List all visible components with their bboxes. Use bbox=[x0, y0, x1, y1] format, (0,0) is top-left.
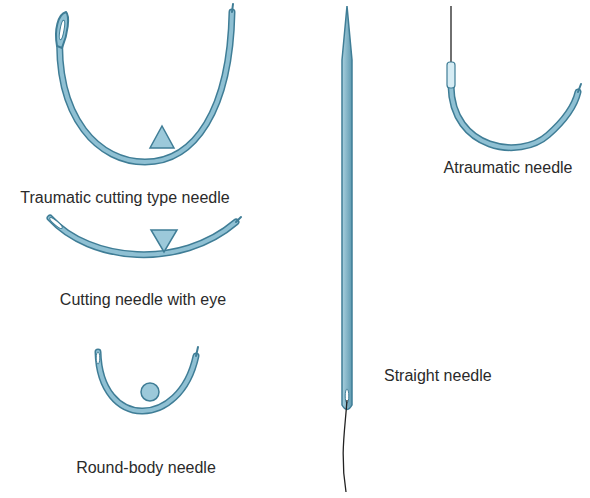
needle-body-outline bbox=[451, 86, 578, 148]
needle-eye bbox=[58, 20, 65, 40]
traumatic-cutting-needle bbox=[56, 4, 233, 162]
straight-needle bbox=[342, 6, 352, 492]
swaged-end bbox=[447, 62, 455, 88]
needle-label: Straight needle bbox=[384, 366, 492, 385]
round-cross-section bbox=[141, 383, 159, 401]
needle-tip bbox=[578, 84, 581, 92]
needle-body bbox=[451, 86, 578, 148]
needle-tip bbox=[236, 217, 241, 222]
triangle-cross-section bbox=[150, 126, 174, 148]
round-body-needle bbox=[96, 347, 198, 411]
needle-body bbox=[60, 12, 232, 162]
cutting-needle-with-eye bbox=[49, 216, 241, 254]
needle-body bbox=[342, 6, 352, 410]
needle-body-outline bbox=[50, 218, 236, 255]
needle-body bbox=[50, 218, 236, 255]
needle-tip bbox=[232, 4, 233, 12]
needle-body-outline bbox=[60, 12, 232, 162]
needle-tip bbox=[196, 347, 198, 356]
needle-label: Traumatic cutting type needle bbox=[20, 188, 229, 207]
needle-eye-end bbox=[56, 12, 68, 48]
needle-label: Cutting needle with eye bbox=[60, 290, 226, 309]
inverted-triangle-cross-section bbox=[151, 230, 177, 252]
suture-thread bbox=[450, 6, 451, 64]
atraumatic-needle bbox=[447, 6, 581, 148]
needle-eye bbox=[49, 216, 64, 229]
needle-eye bbox=[96, 352, 100, 364]
needle-body-outline bbox=[98, 352, 196, 411]
needle-body bbox=[98, 352, 196, 411]
suture-thread bbox=[343, 400, 347, 492]
needle-label: Round-body needle bbox=[76, 458, 216, 477]
needle-label: Atraumatic needle bbox=[444, 158, 573, 177]
